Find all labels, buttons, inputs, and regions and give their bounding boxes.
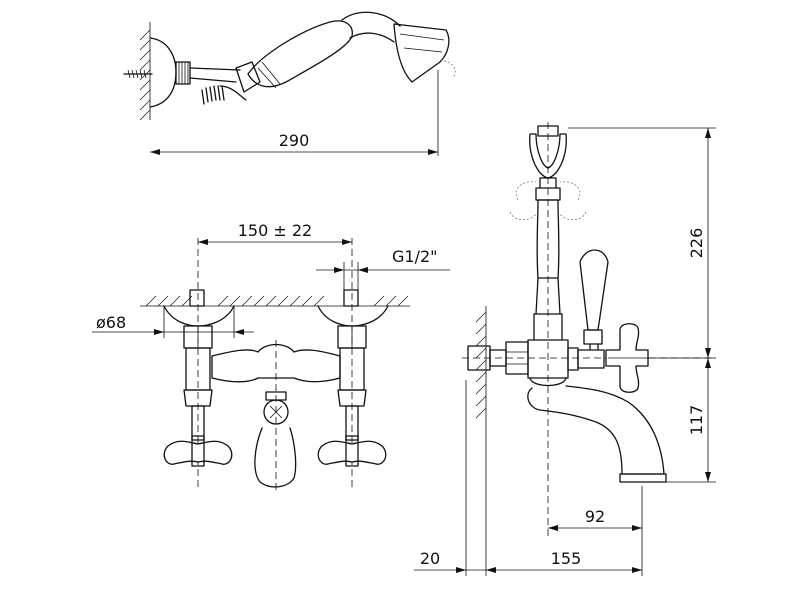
handshower-head bbox=[393, 23, 450, 83]
diverter-neck bbox=[265, 391, 287, 401]
handle-collar bbox=[257, 61, 281, 89]
dim-117-label: 117 bbox=[687, 405, 706, 436]
nut-knurl bbox=[178, 62, 189, 84]
front-view: 150 ± 22 G1/2" ø68 bbox=[92, 221, 450, 490]
dim-92-label: 92 bbox=[585, 507, 605, 526]
side-view: 226 117 92 20 155 bbox=[414, 122, 716, 576]
dim-arrows-thread bbox=[334, 267, 368, 273]
cradle-top bbox=[537, 125, 559, 137]
left-cross-handle bbox=[163, 440, 233, 465]
side-wall-hatch bbox=[475, 311, 487, 419]
side-valve-body bbox=[577, 349, 605, 369]
dim-150-label: 150 ± 22 bbox=[238, 221, 312, 240]
column-base bbox=[533, 313, 563, 341]
spray-ghost bbox=[439, 59, 456, 77]
left-pipe-stub bbox=[189, 289, 205, 307]
handset-cradle bbox=[529, 133, 567, 179]
dim-arrows-155 bbox=[632, 567, 642, 573]
dim-155-label: 155 bbox=[551, 549, 582, 568]
handshower-neck bbox=[341, 11, 401, 43]
mixer-bridge bbox=[211, 343, 341, 383]
hose-coil bbox=[201, 85, 225, 105]
side-lever-base bbox=[583, 329, 603, 345]
side-valve-stub bbox=[567, 347, 579, 371]
dim-flange-label: ø68 bbox=[96, 313, 126, 332]
holder-nut bbox=[175, 61, 191, 85]
head-rings bbox=[399, 33, 445, 53]
column-collar bbox=[535, 187, 561, 201]
front-wall-hatch bbox=[145, 295, 409, 307]
dim-20-label: 20 bbox=[420, 549, 440, 568]
handshower-handle bbox=[247, 20, 353, 88]
right-valve-collar bbox=[337, 389, 367, 407]
dim-thread-label: G1/2" bbox=[392, 247, 438, 266]
right-handle-hub bbox=[345, 435, 359, 467]
holder-arm bbox=[189, 67, 241, 83]
screw-thread bbox=[127, 69, 147, 79]
spout-front bbox=[254, 427, 297, 488]
dim-226-label: 226 bbox=[687, 228, 706, 259]
dim-290-label: 290 bbox=[279, 131, 310, 150]
hose-end bbox=[219, 85, 247, 101]
wall-flange bbox=[149, 37, 177, 108]
dim-arrows-92 bbox=[548, 525, 642, 531]
right-flange bbox=[317, 305, 389, 327]
right-valve-stem bbox=[345, 405, 359, 441]
right-cross-handle bbox=[317, 440, 387, 465]
diverter-mark bbox=[269, 405, 283, 419]
spout-outlet bbox=[619, 473, 667, 483]
side-spout bbox=[527, 385, 665, 475]
column-lower bbox=[535, 277, 561, 315]
side-body-bottom bbox=[529, 377, 567, 387]
side-mixer-body bbox=[527, 339, 569, 379]
left-valve-collar bbox=[183, 389, 213, 407]
right-pipe-stub bbox=[343, 289, 359, 307]
holder-clip bbox=[235, 61, 261, 93]
left-handle-hub bbox=[191, 435, 205, 467]
left-flange bbox=[163, 305, 235, 327]
left-valve-stem bbox=[191, 405, 205, 441]
side-lever-handle bbox=[579, 249, 609, 331]
handshower-view: 290 bbox=[123, 11, 456, 156]
